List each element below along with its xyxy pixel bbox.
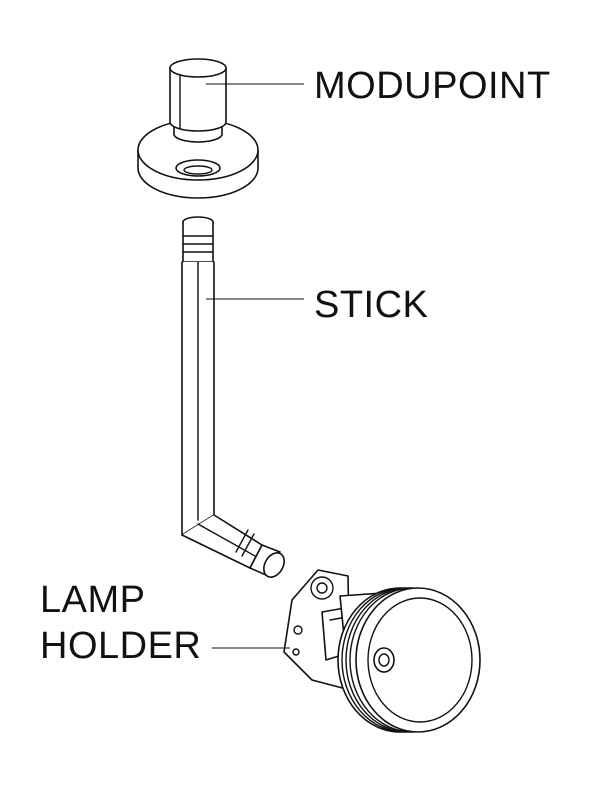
lamp-holder-part: [283, 569, 481, 733]
stick-label: STICK: [314, 284, 429, 326]
lamp-holder-label-line-1: LAMP: [40, 579, 146, 621]
modupoint-part: [137, 58, 259, 199]
lamp-holder-label-line-2: HOLDER: [40, 625, 202, 667]
modupoint-label: MODUPOINT: [314, 65, 551, 107]
stick-part: [181, 216, 285, 578]
